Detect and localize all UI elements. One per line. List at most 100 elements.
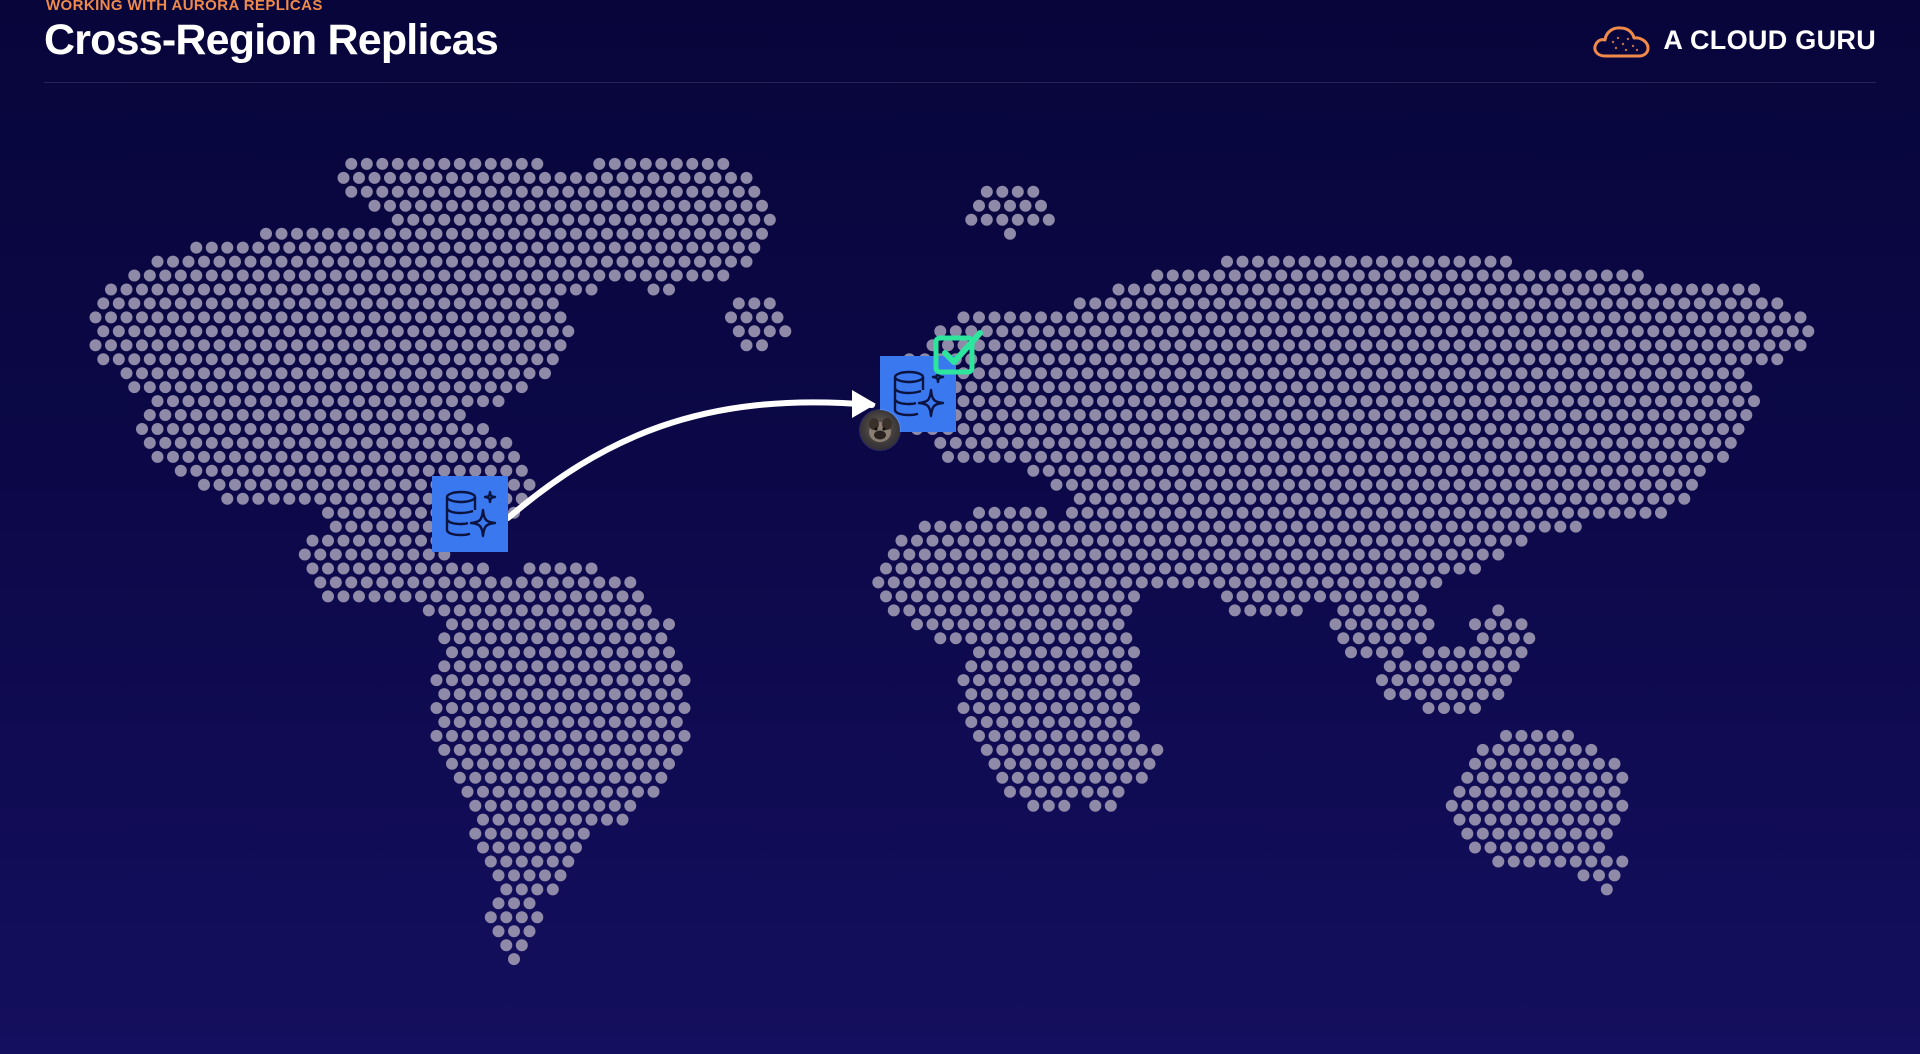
map-dot [965,213,978,226]
map-dot [965,548,978,561]
map-dot [593,632,606,645]
map-dot [515,185,528,198]
map-dot [585,813,598,826]
map-dot [337,506,350,519]
map-dot [1058,660,1071,673]
source-database-node[interactable] [432,476,508,552]
map-dot [531,855,544,868]
map-dot [291,311,303,324]
map-dot [1182,492,1195,505]
map-dot [1236,506,1249,519]
map-dot [446,311,458,324]
map-dot [1608,367,1621,380]
map-dot [523,255,536,268]
map-dot [616,227,629,240]
map-dot [1089,799,1102,812]
map-dot [1252,450,1264,463]
map-dot [1531,841,1543,854]
map-dot [221,492,234,505]
map-dot [1593,423,1605,435]
map-dot [1569,771,1582,784]
map-dot [500,241,513,254]
map-dot [1035,562,1047,575]
map-dot [1019,339,1032,352]
map-dot [1213,353,1226,366]
map-dot [1019,646,1032,659]
map-dot [1329,367,1342,380]
map-dot [1624,423,1636,435]
map-dot [508,897,520,910]
map-dot [1011,213,1024,226]
map-dot [1484,478,1497,491]
map-dot [1438,534,1450,547]
map-dot [1321,436,1334,449]
map-dot [1577,423,1590,435]
map-dot [531,297,544,310]
map-dot [632,729,644,742]
map-dot [585,785,598,798]
map-dot [1430,269,1443,282]
map-dot [903,604,916,617]
map-dot [306,283,319,296]
map-dot [1693,381,1706,394]
map-dot [477,590,489,603]
map-dot [1035,785,1047,798]
map-dot [1422,534,1435,547]
map-dot [1368,492,1381,505]
map-dot [1399,464,1412,477]
map-dot [1383,436,1396,449]
map-dot [438,632,451,645]
map-dot [1345,283,1357,296]
map-dot [477,674,489,687]
map-dot [1089,297,1102,310]
map-dot [1484,813,1497,826]
map-dot [616,199,629,212]
map-dot [934,604,947,617]
map-dot [515,576,528,589]
map-dot [539,646,551,659]
map-dot [1771,325,1784,338]
map-dot [1073,688,1086,701]
map-dot [1081,674,1094,687]
map-dot [415,478,427,491]
map-dot [1523,381,1536,394]
map-dot [167,255,179,268]
map-dot [1306,492,1319,505]
map-dot [174,297,187,310]
map-dot [353,478,365,491]
map-dot [1197,548,1210,561]
cloud-logo-icon [1591,20,1653,60]
map-dot [508,729,520,742]
map-dot [1616,799,1629,812]
map-dot [174,325,187,338]
map-dot [988,757,1001,770]
map-dot [1128,283,1140,296]
map-dot [399,478,412,491]
map-dot [1662,325,1675,338]
map-dot [244,283,257,296]
map-dot [1678,436,1691,449]
map-dot [1298,590,1311,603]
map-dot [384,199,396,212]
map-dot [1066,618,1078,631]
map-dot [500,771,513,784]
map-dot [546,716,559,728]
map-dot [484,799,497,812]
map-dot [1058,799,1071,812]
map-dot [539,199,551,212]
map-dot [1469,702,1481,714]
map-dot [291,395,303,408]
map-dot [1639,450,1652,463]
map-dot [469,185,482,198]
map-dot [1461,409,1474,421]
map-dot [1624,395,1636,408]
map-dot [1011,409,1024,421]
map-dot [484,185,497,198]
map-dot [1267,590,1280,603]
map-dot [1515,729,1528,742]
map-dot [1011,632,1024,645]
map-dot [1011,716,1024,728]
map-dot [748,185,761,198]
map-dot [1259,269,1272,282]
map-dot [167,450,179,463]
